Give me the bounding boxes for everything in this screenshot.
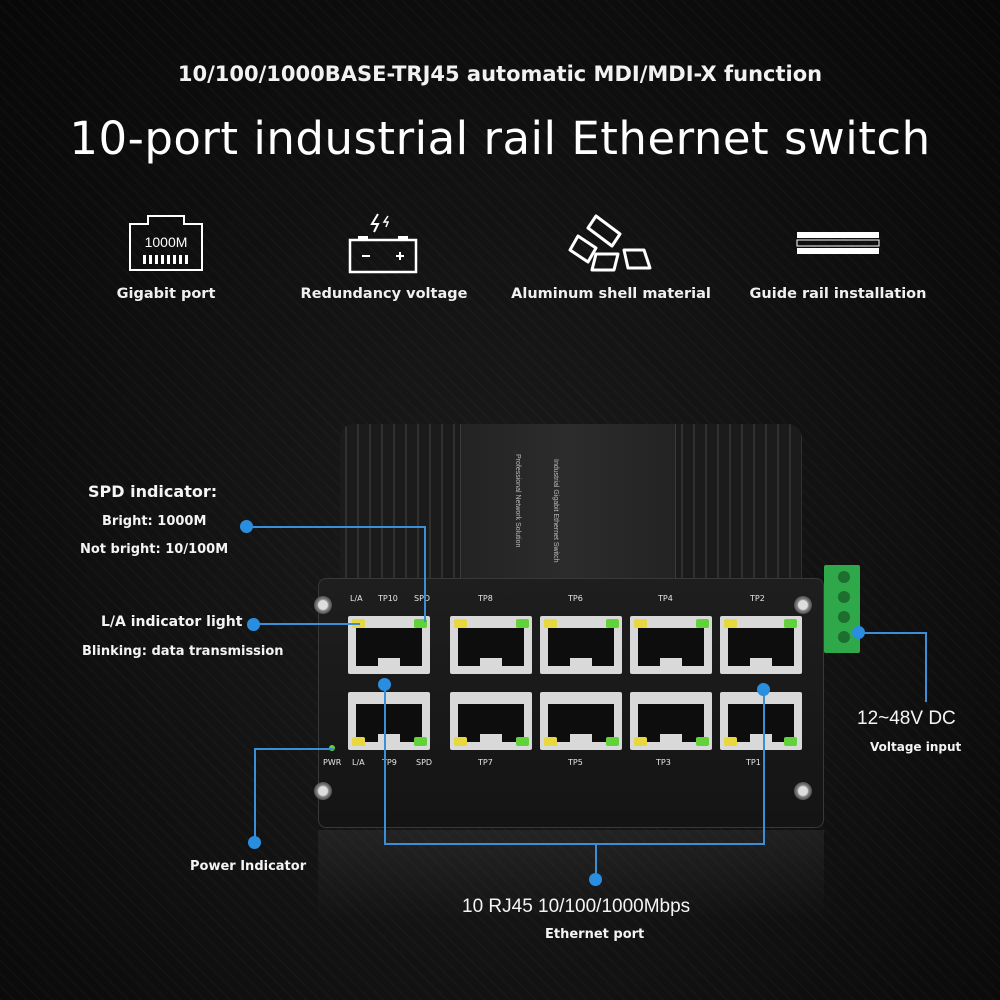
la-dot xyxy=(247,618,260,631)
spd-leader-line xyxy=(250,526,425,528)
battery-icon xyxy=(348,213,418,274)
ports-label: Ethernet port xyxy=(545,927,645,942)
spd-led xyxy=(516,619,529,628)
la-desc: Blinking: data transmission xyxy=(82,644,284,659)
spd-led xyxy=(516,737,529,746)
label-la: L/A xyxy=(350,594,363,603)
port-tp8[interactable] xyxy=(450,616,532,674)
reflection xyxy=(318,830,824,920)
label-tp9: TP9 xyxy=(382,758,397,767)
top-panel: Professional Network Solution Industrial… xyxy=(460,424,676,589)
la-led xyxy=(634,619,647,628)
label-tp8: TP8 xyxy=(478,594,493,603)
screw xyxy=(794,596,812,614)
screw xyxy=(314,596,332,614)
spd-dot xyxy=(240,520,253,533)
la-led xyxy=(724,737,737,746)
voltage-label: Voltage input xyxy=(870,740,962,754)
spd-led xyxy=(696,619,709,628)
spd-bright: Bright: 1000M xyxy=(102,514,207,529)
feature-label: Guide rail installation xyxy=(749,286,927,302)
spd-led xyxy=(696,737,709,746)
la-led xyxy=(352,737,365,746)
label-tp1: TP1 xyxy=(746,758,761,767)
ports-dot xyxy=(757,683,770,696)
la-led xyxy=(454,619,467,628)
ports-leader-line xyxy=(384,684,386,844)
la-led xyxy=(454,737,467,746)
power-terminal xyxy=(824,565,860,653)
device-print: Professional Network Solution xyxy=(514,454,521,548)
spd-title: SPD indicator: xyxy=(88,482,218,501)
device-print: Industrial Gigabit Ethernet Switch xyxy=(552,459,559,563)
la-led xyxy=(544,737,557,746)
label-tp6: TP6 xyxy=(568,594,583,603)
spd-led xyxy=(606,737,619,746)
aluminum-bars-icon xyxy=(568,214,652,272)
feature-guide-rail: Guide rail installation xyxy=(728,212,948,302)
power-indicator-label: Power Indicator xyxy=(190,859,307,874)
label-spd: SPD xyxy=(416,758,433,767)
power-dot xyxy=(248,836,261,849)
screw xyxy=(794,782,812,800)
ports-dot xyxy=(589,873,602,886)
spd-led xyxy=(414,737,427,746)
page-title: 10-port industrial rail Ethernet switch xyxy=(69,112,931,165)
ethernet-switch: Professional Network Solution Industrial… xyxy=(314,416,824,828)
label-tp7: TP7 xyxy=(478,758,493,767)
la-title: L/A indicator light xyxy=(101,614,243,630)
gigabit-port-icon: 1000M xyxy=(129,215,203,271)
svg-text:1000M: 1000M xyxy=(145,234,188,250)
la-led xyxy=(544,619,557,628)
label-tp5: TP5 xyxy=(568,758,583,767)
label-pwr: PWR xyxy=(323,758,342,767)
label-tp10: TP10 xyxy=(378,594,398,603)
ports-leader-line xyxy=(384,843,764,845)
subtitle: 10/100/1000BASE-TRJ45 automatic MDI/MDI-… xyxy=(177,62,823,86)
la-leader-line xyxy=(255,623,360,625)
spd-led xyxy=(784,737,797,746)
la-led xyxy=(634,737,647,746)
feature-label: Redundancy voltage xyxy=(300,286,468,302)
power-leader-line xyxy=(254,748,256,840)
spd-led xyxy=(414,619,427,628)
spd-leader-line xyxy=(424,526,426,622)
ports-value: 10 RJ45 10/100/1000Mbps xyxy=(462,896,691,917)
feature-redundancy-voltage: Redundancy voltage xyxy=(274,212,494,302)
din-rail-icon xyxy=(796,232,880,254)
spd-led xyxy=(784,619,797,628)
label-la: L/A xyxy=(352,758,365,767)
feature-aluminum-shell: Aluminum shell material xyxy=(501,212,721,302)
screw xyxy=(314,782,332,800)
label-tp3: TP3 xyxy=(656,758,671,767)
power-leader-line xyxy=(254,748,334,750)
label-tp4: TP4 xyxy=(658,594,673,603)
ports-leader-line xyxy=(763,690,765,845)
voltage-value: 12~48V DC xyxy=(857,708,956,729)
label-spd: SPD xyxy=(414,594,431,603)
voltage-dot xyxy=(852,626,865,639)
feature-label: Aluminum shell material xyxy=(511,286,711,302)
ports-leader-line xyxy=(595,843,597,879)
feature-label: Gigabit port xyxy=(116,286,216,302)
spd-not-bright: Not bright: 10/100M xyxy=(80,542,229,557)
label-tp2: TP2 xyxy=(750,594,765,603)
ports-dot xyxy=(378,678,391,691)
spd-led xyxy=(606,619,619,628)
feature-gigabit-port: 1000M Gigabit port xyxy=(56,212,276,302)
la-led xyxy=(724,619,737,628)
voltage-leader-line xyxy=(862,632,926,634)
voltage-leader-line xyxy=(925,632,927,702)
